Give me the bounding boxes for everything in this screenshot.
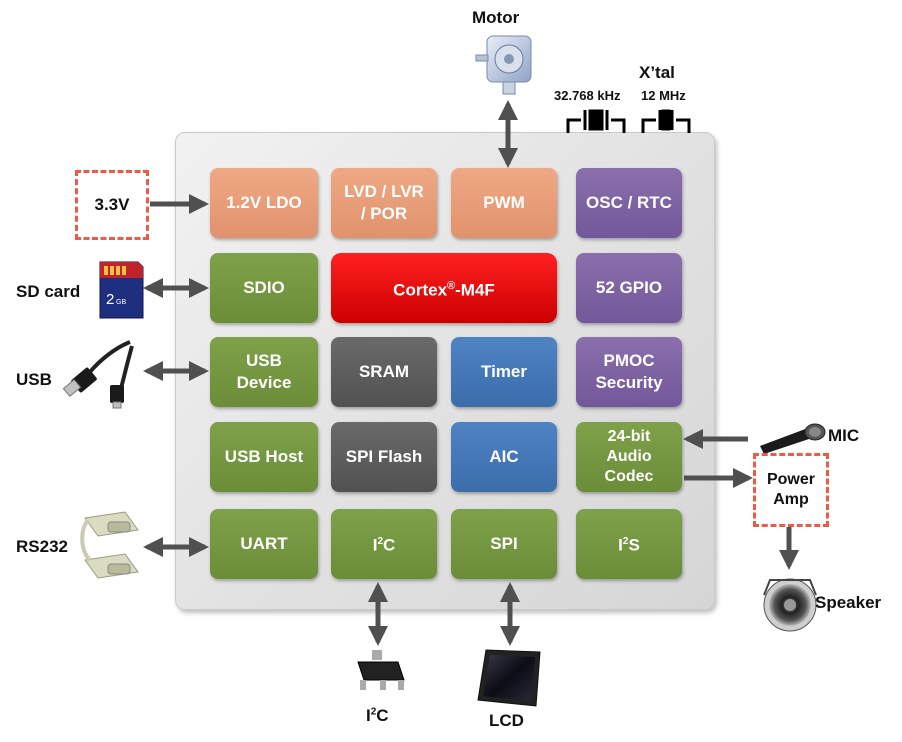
- aic-block: AIC: [451, 422, 557, 492]
- motor-label: Motor: [472, 8, 520, 27]
- gpio-block: 52 GPIO: [576, 253, 682, 323]
- i2c-chip-icon: [357, 650, 405, 690]
- xtal-label: X’tal: [639, 63, 675, 82]
- osc-rtc-block: OSC / RTC: [576, 168, 682, 238]
- i2c-block: I2C: [331, 509, 437, 579]
- rs232-label: RS232: [16, 537, 68, 556]
- pwm-block: PWM: [451, 168, 557, 238]
- audio-codec-block: 24-bit Audio Codec: [576, 422, 682, 492]
- speaker-label: Speaker: [815, 593, 882, 612]
- lcd-icon: [477, 649, 541, 707]
- i2s-block-label: I2S: [618, 535, 640, 555]
- cortex-label: Cortex®-M4F: [393, 279, 495, 300]
- freq-12m-label: 12 MHz: [641, 88, 686, 103]
- pmoc-security-block: PMOC Security: [576, 337, 682, 407]
- spi-flash-block: SPI Flash: [331, 422, 437, 492]
- power-amp-box: Power Amp: [753, 453, 829, 527]
- ldo-block: 1.2V LDO: [210, 168, 318, 238]
- spi-block: SPI: [451, 509, 557, 579]
- microphone-icon: [760, 423, 826, 454]
- usb-host-block: USB Host: [210, 422, 318, 492]
- sd-card-icon: 2 GB: [99, 261, 144, 319]
- lvd-lvr-por-block: LVD / LVR / POR: [331, 168, 437, 238]
- usb-cable-icon: [62, 340, 134, 409]
- speaker-icon: [763, 578, 817, 632]
- power-3v3-box: 3.3V: [75, 170, 149, 240]
- rs232-connector-icon: [80, 511, 139, 579]
- cortex-m4f-block: Cortex®-M4F: [331, 253, 557, 323]
- i2c-block-label: I2C: [372, 535, 396, 555]
- sdio-block: SDIO: [210, 253, 318, 323]
- freq-32k-label: 32.768 kHz: [554, 88, 621, 103]
- crystal-12m-icon: [641, 109, 691, 133]
- uart-block: UART: [210, 509, 318, 579]
- sd-card-label: SD card: [16, 282, 81, 301]
- mic-label: MIC: [828, 426, 860, 445]
- motor-icon: [475, 35, 532, 95]
- crystal-32k-icon: [566, 109, 626, 133]
- i2s-block: I2S: [576, 509, 682, 579]
- sram-block: SRAM: [331, 337, 437, 407]
- usb-label: USB: [16, 370, 52, 389]
- svg-text:2: 2: [106, 291, 114, 308]
- i2c-device-label: I2C: [366, 706, 389, 725]
- lcd-label: LCD: [489, 711, 524, 730]
- svg-text:GB: GB: [116, 299, 126, 306]
- usb-device-block: USB Device: [210, 337, 318, 407]
- timer-block: Timer: [451, 337, 557, 407]
